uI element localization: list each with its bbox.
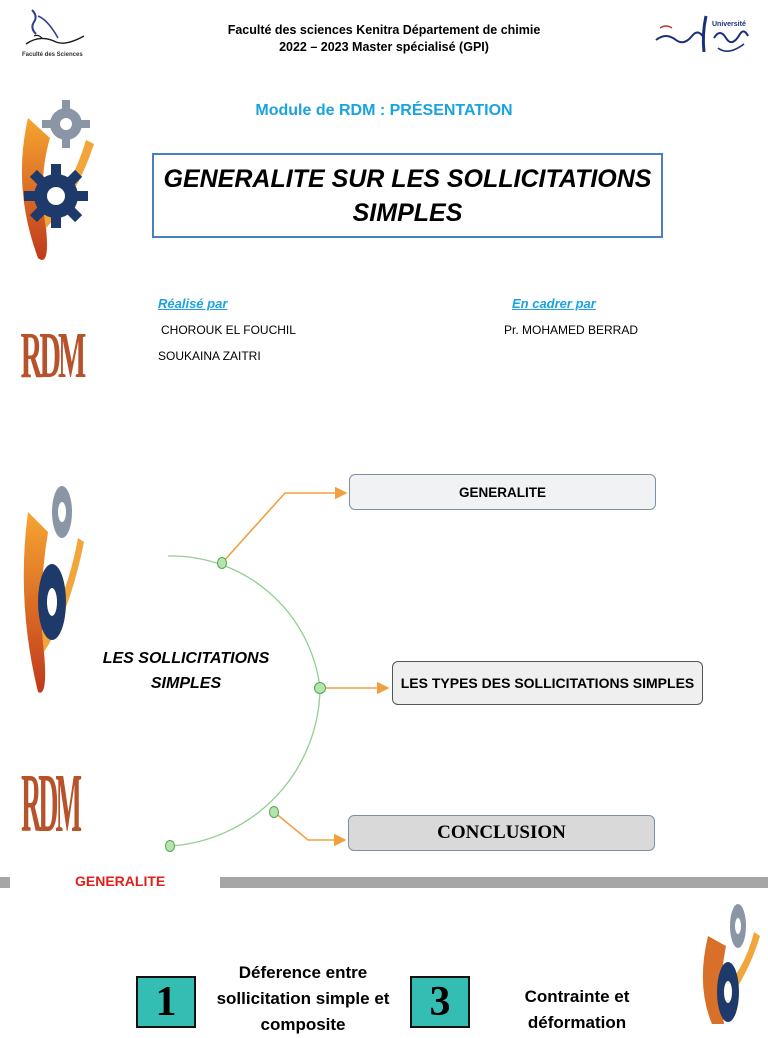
arc-node-dot (314, 682, 326, 694)
gear-logo-middle (18, 452, 88, 702)
mindmap-node-types[interactable]: LES TYPES DES SOLLICITATIONS SIMPLES (392, 661, 703, 705)
rdm-logo-bottom: RDM (21, 758, 82, 856)
arc-node-dot (217, 557, 227, 569)
supervisor-name: Pr. MOHAMED BERRAD (504, 323, 639, 337)
connector-generalite (221, 486, 348, 564)
mindmap-center-label: LES SOLLICITATIONS SIMPLES (102, 650, 270, 692)
main-title: GENERALITE SUR LES SOLLICITATIONS SIMPLE… (163, 164, 652, 227)
author-name: SOUKAINA ZAITRI (158, 349, 261, 363)
connector-conclusion (273, 811, 347, 847)
arc-node-dot (269, 806, 279, 818)
rdm-logo-text: RDM (20, 319, 87, 393)
module-title: Module de RDM : PRÉSENTATION (255, 102, 513, 119)
section-number-3[interactable]: 3 (410, 976, 470, 1028)
header-institution: Faculté des sciences Kenitra Département… (227, 23, 541, 37)
header-program: 2022 – 2023 Master spécialisé (GPI) (279, 40, 489, 54)
gear-logo-top (16, 78, 98, 274)
mindmap-node-generalite[interactable]: GENERALITE (349, 474, 656, 510)
mindmap-arc (167, 555, 321, 847)
mindmap-node-conclusion[interactable]: CONCLUSION (348, 815, 655, 851)
main-title-box: GENERALITE SUR LES SOLLICITATIONS SIMPLE… (152, 153, 663, 238)
faculty-logo: Faculté des Sciences (18, 6, 100, 62)
university-logo-caption: Université (712, 21, 746, 28)
university-logo: Université (640, 10, 752, 62)
made-by-label: Réalisé par (158, 296, 228, 311)
section-caption-3: Contrainte et déformation (524, 987, 630, 1032)
author-name: CHOROUK EL FOUCHIL (161, 323, 296, 337)
nav-active-label[interactable]: GENERALITE (75, 873, 166, 889)
rdm-logo-text: RDM (21, 759, 82, 852)
arc-node-dot (165, 840, 175, 852)
nav-strip-right (220, 877, 768, 888)
gear-logo-bottom-right (698, 896, 768, 1024)
section-number-1[interactable]: 1 (136, 976, 196, 1028)
section-caption-1: Déference entre sollicitation simple et … (216, 963, 390, 1034)
faculty-logo-caption: Faculté des Sciences (22, 52, 83, 58)
rdm-logo-top: RDM (21, 318, 87, 396)
nav-strip-left (0, 877, 10, 888)
supervised-by-label: En cadrer par (512, 296, 596, 311)
